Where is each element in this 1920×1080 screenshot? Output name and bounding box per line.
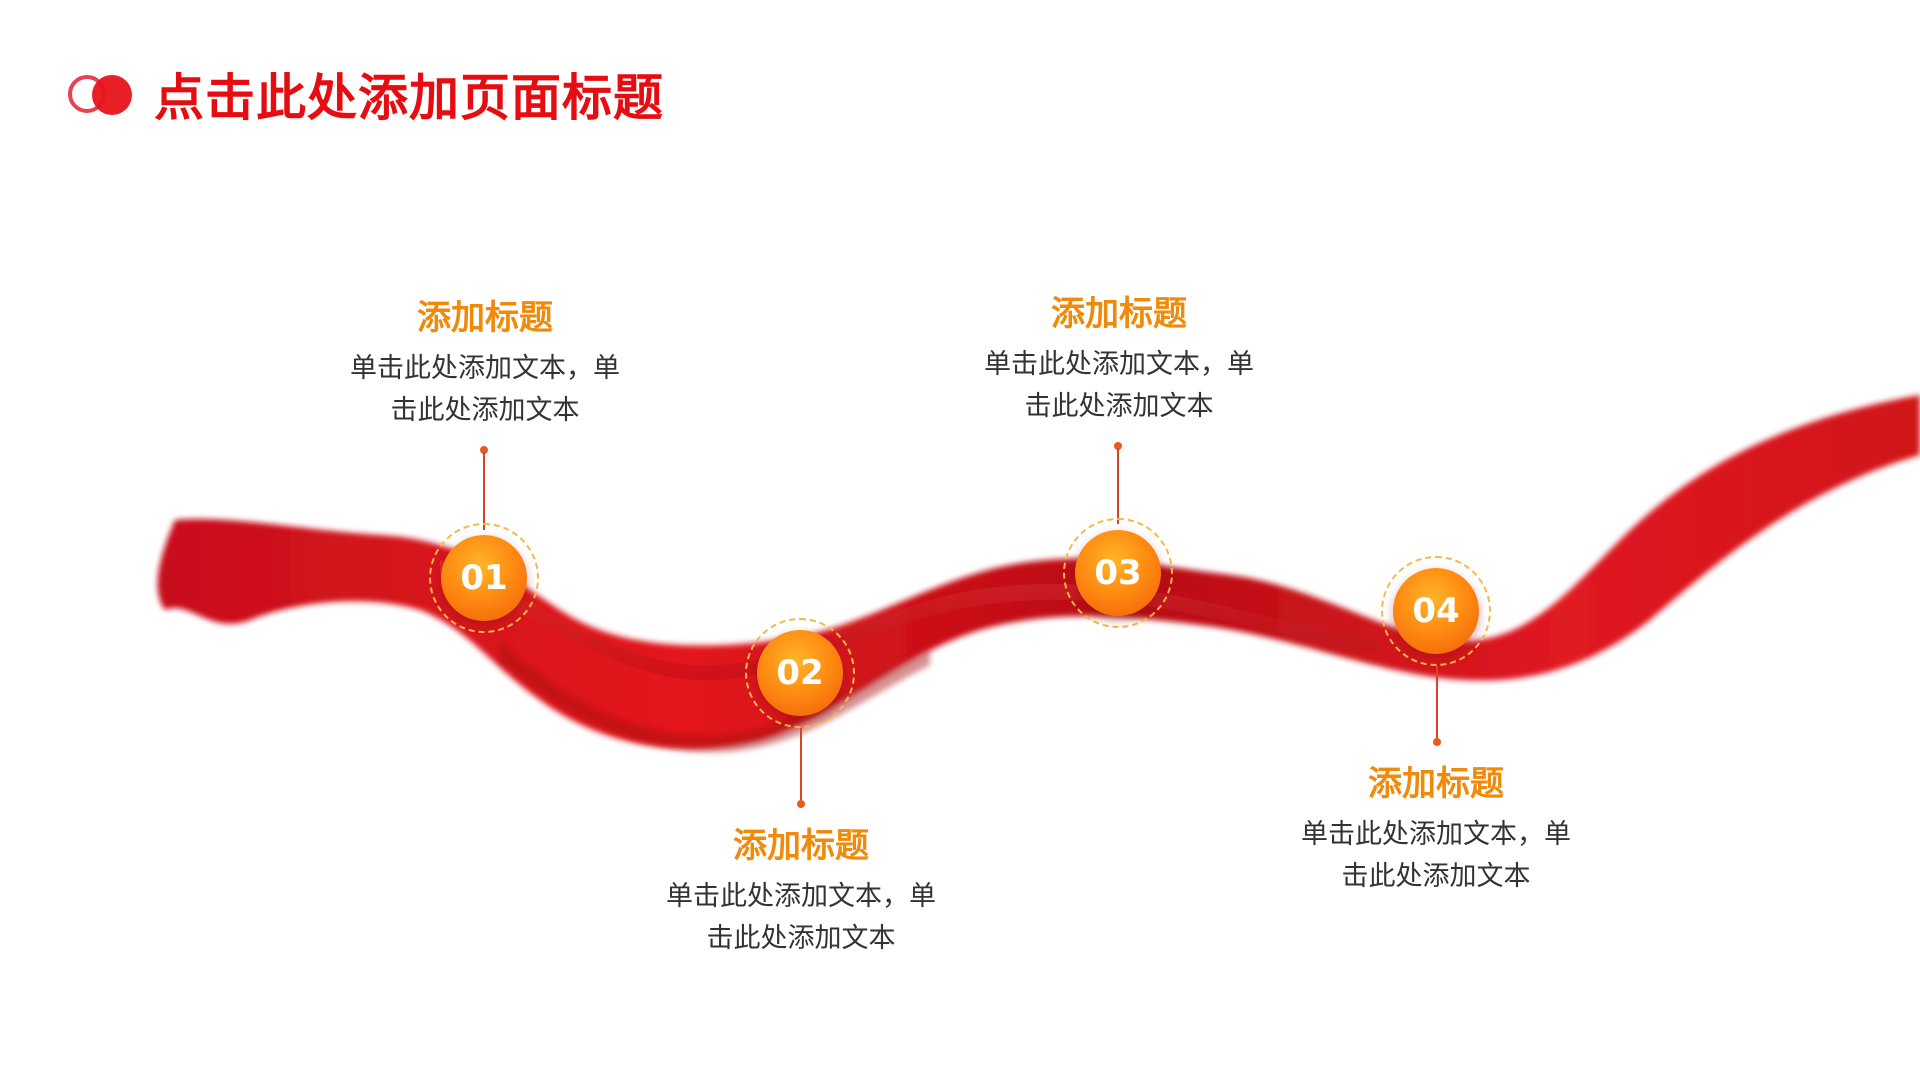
milestone-description-line2[interactable]: 击此处添加文本 [706,923,896,954]
badge-ring [1381,556,1491,666]
milestone-description-line2[interactable]: 击此处添加文本 [1024,391,1214,422]
badge-ring [745,618,855,728]
page-title[interactable]: 点击此处添加页面标题 [154,69,664,127]
page-header: 点击此处添加页面标题 [66,70,664,126]
connector-line [800,728,802,802]
milestone-badge-04[interactable]: 04 [1393,568,1479,654]
milestone-description-line1[interactable]: 单击此处添加文本，单 [1301,819,1571,850]
milestone-title[interactable]: 添加标题 [733,826,869,866]
milestone-title[interactable]: 添加标题 [1051,294,1187,334]
milestone-badge-02[interactable]: 02 [757,630,843,716]
connector-dot [480,446,488,454]
connector-dot [1433,738,1441,746]
connector-dot [797,800,805,808]
milestone-description-line2[interactable]: 击此处添加文本 [390,395,580,426]
milestone-01-text: 添加标题 单击此处添加文本，单 击此处添加文本 [315,296,655,432]
connector-line [1117,448,1119,524]
milestone-description-line2[interactable]: 击此处添加文本 [1341,861,1531,892]
milestone-title[interactable]: 添加标题 [1368,764,1504,804]
overlapping-circles-logo-icon [66,70,142,126]
connector-line [1436,666,1438,740]
milestone-description-line1[interactable]: 单击此处添加文本，单 [350,353,620,384]
milestone-title[interactable]: 添加标题 [417,298,553,338]
milestone-description-line1[interactable]: 单击此处添加文本，单 [666,881,936,912]
milestone-badge-01[interactable]: 01 [441,535,527,621]
milestone-02-text: 添加标题 单击此处添加文本，单 击此处添加文本 [631,824,971,960]
badge-ring [429,523,539,633]
connector-dot [1114,442,1122,450]
milestone-description-line1[interactable]: 单击此处添加文本，单 [984,349,1254,380]
badge-ring [1063,518,1173,628]
milestone-badge-03[interactable]: 03 [1075,530,1161,616]
connector-line [483,452,485,530]
milestone-03-text: 添加标题 单击此处添加文本，单 击此处添加文本 [949,292,1289,428]
milestone-04-text: 添加标题 单击此处添加文本，单 击此处添加文本 [1266,762,1606,898]
